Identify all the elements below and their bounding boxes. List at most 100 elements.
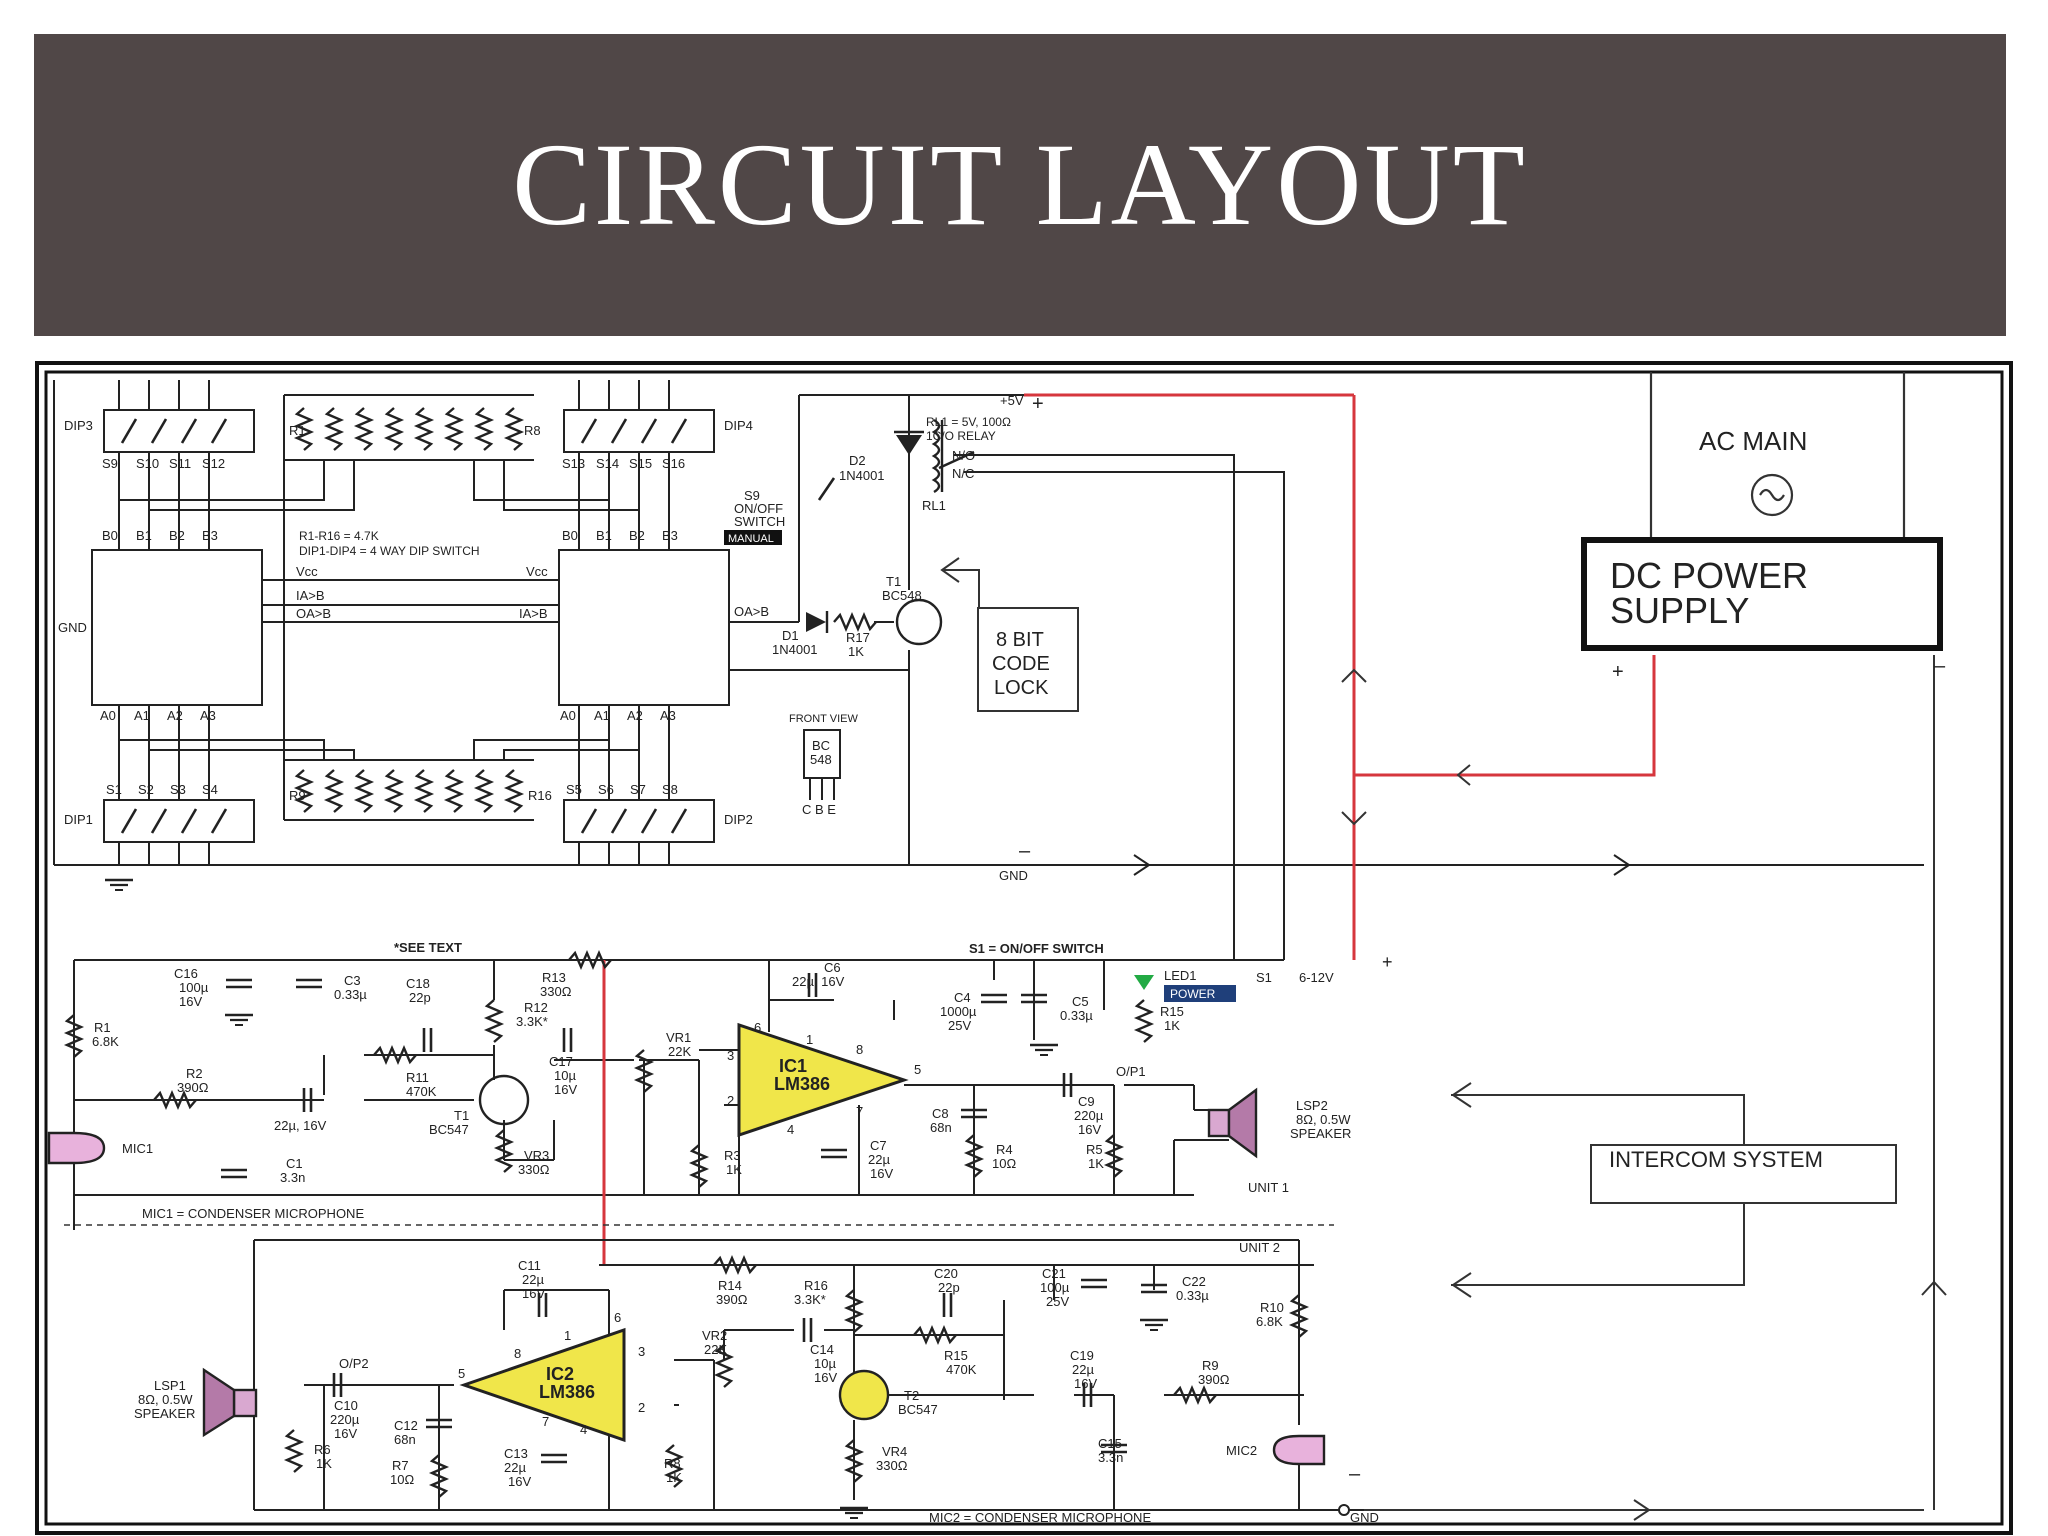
c8-l2: 68n bbox=[930, 1120, 952, 1135]
dc-power-supply-box bbox=[1581, 537, 1943, 651]
ic2-b1: B1 bbox=[596, 528, 612, 543]
c17-l2: 10µ bbox=[554, 1068, 576, 1083]
r16-l2: 3.3K* bbox=[794, 1292, 826, 1307]
t1-lock-l1: T1 bbox=[886, 574, 901, 589]
c13-l1: C13 bbox=[504, 1446, 528, 1461]
r2-l1: R2 bbox=[186, 1066, 203, 1081]
vr3-l1: VR3 bbox=[524, 1148, 549, 1163]
c15-l2: 3.3n bbox=[1098, 1450, 1123, 1465]
capacitor-c1 bbox=[219, 1168, 249, 1179]
c9-l1: C9 bbox=[1078, 1094, 1095, 1109]
c21-l2: 100µ bbox=[1040, 1280, 1070, 1295]
c5-l2: 0.33µ bbox=[1060, 1008, 1093, 1023]
c6-l2: 22µ, 16V bbox=[792, 974, 845, 989]
c13-l2: 22µ bbox=[504, 1460, 526, 1475]
ic2-ialb: IA>B bbox=[519, 606, 548, 621]
resistor-r15-power bbox=[1135, 998, 1153, 1044]
ceb-label: C B E bbox=[802, 802, 836, 817]
ic1-pin2: 2 bbox=[727, 1093, 734, 1108]
ic1-a2: A2 bbox=[167, 708, 183, 723]
diagram-inner-frame bbox=[44, 370, 2004, 1526]
code-lock-box bbox=[977, 607, 1079, 712]
r5-l1: R5 bbox=[1086, 1142, 1103, 1157]
c9-l3: 16V bbox=[1078, 1122, 1101, 1137]
r7-l1: R7 bbox=[392, 1458, 409, 1473]
mic1-label: MIC1 bbox=[122, 1141, 153, 1156]
capacitor-c13 bbox=[539, 1453, 569, 1464]
dip4-s14: S14 bbox=[596, 456, 619, 471]
c6-l1: C6 bbox=[824, 960, 841, 975]
unit2-gnd: GND bbox=[1350, 1510, 1379, 1525]
r3-l1: R3 bbox=[724, 1148, 741, 1163]
unit2-label: UNIT 2 bbox=[1239, 1240, 1280, 1255]
dip3-s12: S12 bbox=[202, 456, 225, 471]
transistor-t1-unit1 bbox=[478, 1074, 530, 1126]
t1-u1-l1: T1 bbox=[454, 1108, 469, 1123]
ic1-b1: B1 bbox=[136, 528, 152, 543]
r-lo1-label: R9 bbox=[289, 788, 306, 803]
unit2-wiring bbox=[253, 1239, 1364, 1511]
c14-l2: 10µ bbox=[814, 1356, 836, 1371]
c3-l2: 0.33µ bbox=[334, 987, 367, 1002]
r10-l2: 6.8K bbox=[1256, 1314, 1283, 1329]
dip3-label: DIP3 bbox=[64, 418, 93, 433]
mic1-icon bbox=[47, 1131, 106, 1165]
c18-l2: 22p bbox=[409, 990, 431, 1005]
relay-rl1 bbox=[931, 418, 975, 494]
t1-lock-l2: BC548 bbox=[882, 588, 922, 603]
dip3-s11: S11 bbox=[169, 456, 191, 471]
unit1-label: UNIT 1 bbox=[1248, 1180, 1289, 1195]
c19-l2: 22µ bbox=[1072, 1362, 1094, 1377]
capacitor-c3 bbox=[294, 978, 324, 989]
power-label: POWER bbox=[1170, 987, 1216, 1001]
lsp1-l2: 8Ω, 0.5W bbox=[138, 1392, 193, 1407]
diode-d2 bbox=[896, 435, 922, 455]
ic1-b3: B3 bbox=[202, 528, 218, 543]
r-first-label: R1 bbox=[289, 423, 306, 438]
dip1-s1: S1 bbox=[106, 782, 122, 797]
r4-l2: 10Ω bbox=[992, 1156, 1016, 1171]
capacitor-c20 bbox=[942, 1291, 953, 1319]
vr4-l2: 330Ω bbox=[876, 1458, 908, 1473]
speaker-lsp2 bbox=[1207, 1087, 1258, 1159]
r1-l1: R1 bbox=[94, 1020, 111, 1035]
c7-l2: 22µ bbox=[868, 1152, 890, 1167]
resistor-r17 bbox=[832, 613, 878, 631]
ic1-7485-chip bbox=[91, 549, 263, 706]
code-lock-section bbox=[53, 380, 1924, 960]
r12-l1: R12 bbox=[524, 1000, 548, 1015]
code-lock-l3: LOCK bbox=[994, 677, 1049, 699]
vr4-l1: VR4 bbox=[882, 1444, 907, 1459]
gnd-arrow bbox=[1364, 1499, 1924, 1521]
r11-l1: R11 bbox=[406, 1070, 429, 1085]
ic2-u2-l2: LM386 bbox=[539, 1382, 595, 1402]
code-lock-arrow bbox=[940, 557, 980, 608]
r16-l1: R16 bbox=[804, 1278, 828, 1293]
ic1-b0: B0 bbox=[102, 528, 118, 543]
ac-main-label: AC MAIN bbox=[1699, 426, 1807, 456]
c19-l1: C19 bbox=[1070, 1348, 1094, 1363]
c19-l3: 16V bbox=[1074, 1376, 1097, 1391]
c7-l1: C7 bbox=[870, 1138, 887, 1153]
c11-l1: C11 bbox=[518, 1258, 541, 1273]
ic2-b0: B0 bbox=[562, 528, 578, 543]
power-label-box bbox=[1164, 985, 1236, 1002]
diagram-frame bbox=[35, 361, 2013, 1535]
see-text: *SEE TEXT bbox=[394, 940, 462, 955]
front-view-label: FRONT VIEW bbox=[789, 713, 858, 725]
r17-l2: 1K bbox=[848, 644, 864, 659]
plus-5v: +5V bbox=[1000, 393, 1024, 408]
c11-l2: 22µ bbox=[522, 1272, 544, 1287]
c10-l1: C10 bbox=[334, 1398, 358, 1413]
r-note-1: R1-R16 = 4.7K bbox=[299, 529, 379, 543]
capacitor-c16 bbox=[224, 978, 254, 989]
c20-l2: 22p bbox=[938, 1280, 960, 1295]
dip-switch-slants bbox=[120, 417, 688, 835]
ic2-lm386-opamp bbox=[459, 1327, 626, 1443]
c3-l1: C3 bbox=[344, 973, 361, 988]
dip4-s16: S16 bbox=[662, 456, 685, 471]
capacitor-c18 bbox=[422, 1026, 433, 1054]
c12-l2: 68n bbox=[394, 1432, 416, 1447]
c11-l3: 16V bbox=[522, 1286, 545, 1301]
d1-l1: D1 bbox=[782, 628, 799, 643]
